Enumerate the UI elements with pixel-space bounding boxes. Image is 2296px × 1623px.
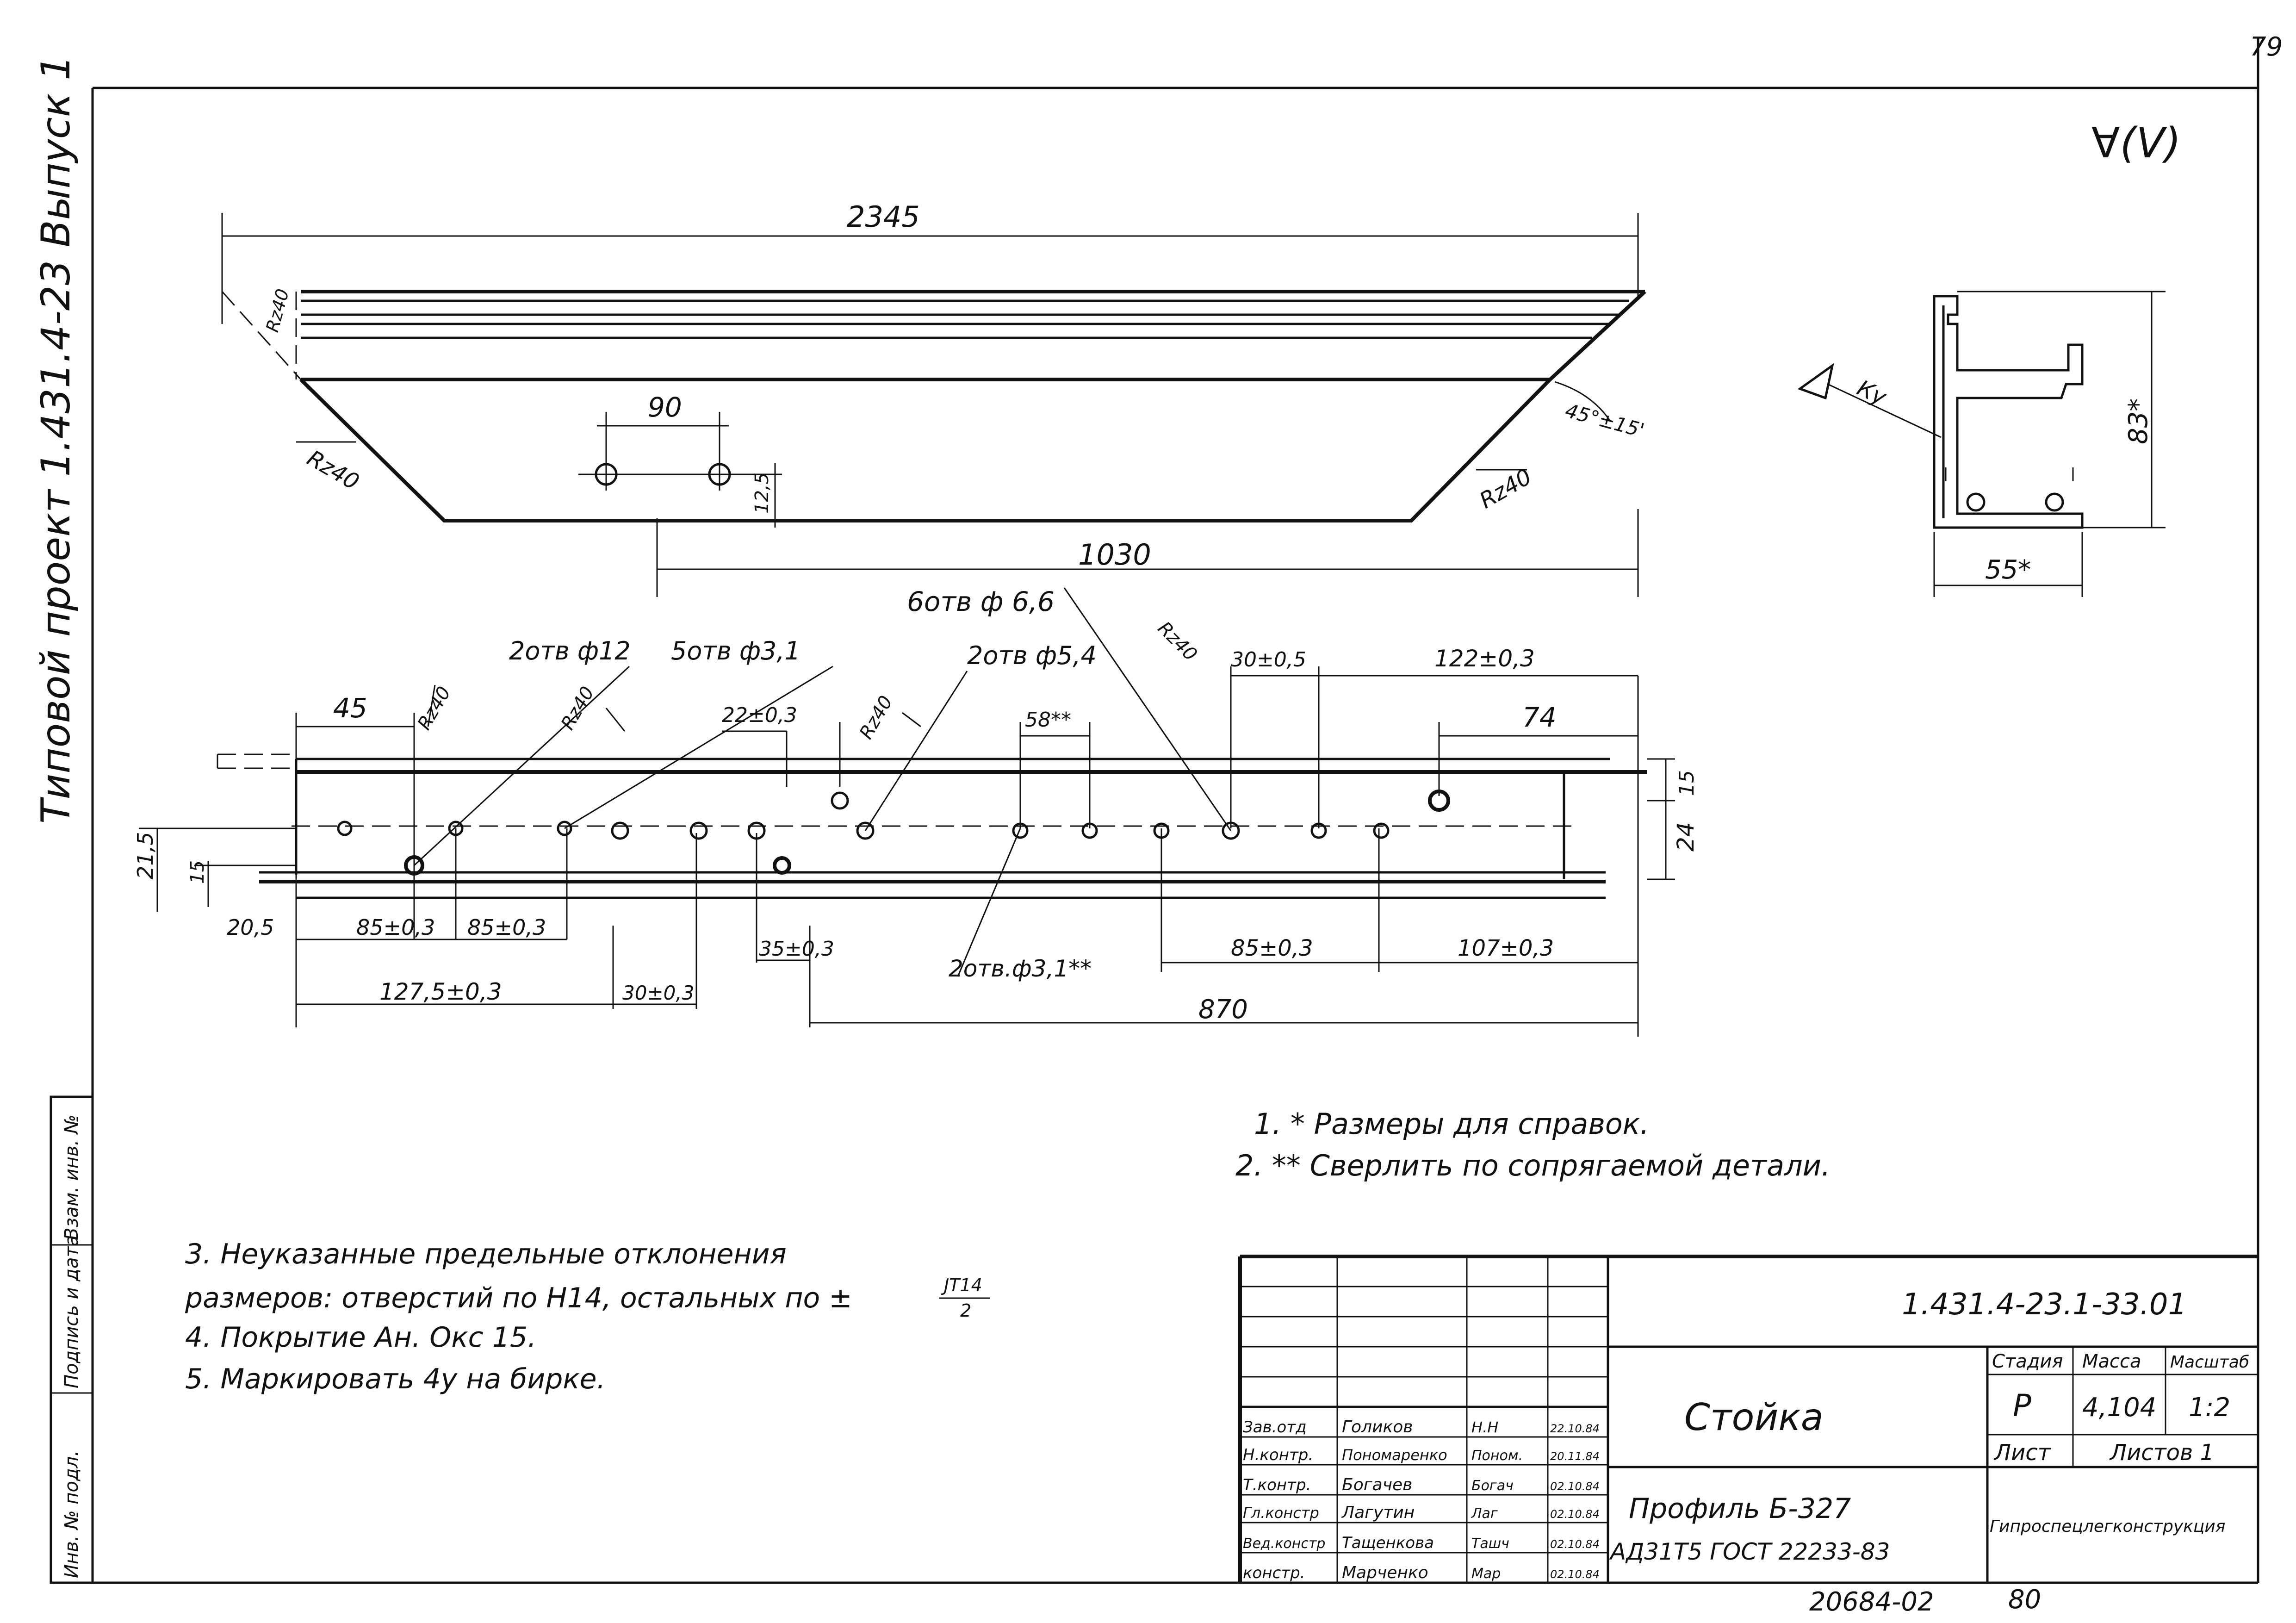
side-view bbox=[139, 587, 1675, 1037]
dim-122: 122±0,3 bbox=[1434, 645, 1535, 672]
dim-24: 24 bbox=[1672, 822, 1699, 852]
dim-15-left: 15 bbox=[187, 860, 208, 884]
dim-45: 45 bbox=[333, 692, 367, 724]
material-line-1: Профиль Б-327 bbox=[1629, 1492, 1851, 1525]
dim-height: 83* bbox=[2123, 398, 2153, 444]
side-stamp-col-2: Подпись и дата bbox=[61, 1235, 82, 1388]
sig-sign-4: Лаг bbox=[1471, 1505, 1498, 1522]
note-2: 2. ** Сверлить по сопрягаемой детали. bbox=[1235, 1149, 1831, 1182]
sig-sign-5: Ташч bbox=[1471, 1536, 1509, 1552]
dim-30-top: 30±0,5 bbox=[1231, 648, 1306, 672]
archive-number: 20684-02 bbox=[1809, 1587, 1934, 1617]
organization: Гипроспецлегконструкция bbox=[1990, 1517, 2225, 1536]
dim-85-c: 85±0,3 bbox=[1231, 935, 1313, 961]
sig-date-5: 02.10.84 bbox=[1550, 1538, 1600, 1551]
stage-label: Стадия bbox=[1992, 1351, 2063, 1372]
dim-base: 1030 bbox=[1078, 538, 1151, 572]
rz-left-top: Rz40 bbox=[262, 286, 293, 334]
sheet-label: Лист bbox=[1993, 1440, 2052, 1466]
dim-127-5: 127,5±0,3 bbox=[379, 978, 502, 1005]
side-project-label: Типовой проект 1.431.4-23 Выпуск 1 bbox=[33, 55, 79, 824]
dim-22: 22±0,3 bbox=[722, 703, 797, 727]
rz-side-b: Rz40 bbox=[557, 683, 599, 734]
doc-number: 1.431.4-23.1-33.01 bbox=[1902, 1287, 2187, 1322]
mass-value: 4,104 bbox=[2082, 1393, 2156, 1423]
dim-21-5: 21,5 bbox=[133, 832, 158, 879]
sig-sign-1: Н.Н bbox=[1471, 1418, 1498, 1436]
top-view bbox=[221, 213, 1646, 597]
side-stamp-box bbox=[50, 1095, 94, 1584]
rz-side-a: Rz40 bbox=[414, 683, 455, 734]
sig-sign-2: Поном. bbox=[1471, 1448, 1523, 1464]
material-line-2: АД31Т5 ГОСТ 22233-83 bbox=[1609, 1538, 1890, 1565]
dim-width: 55* bbox=[1985, 555, 2031, 585]
scale-label: Масштаб bbox=[2170, 1353, 2249, 1372]
sig-sign-6: Мар bbox=[1471, 1566, 1501, 1582]
rz-left-bottom: Rz40 bbox=[303, 445, 364, 495]
sig-name-2: Пономаренко bbox=[1342, 1446, 1447, 1464]
sig-name-3: Богачев bbox=[1342, 1475, 1412, 1494]
note-3-frac-num: JT14 bbox=[941, 1275, 982, 1295]
mass-label: Масса bbox=[2082, 1351, 2141, 1372]
dim-holes-spacing: 90 bbox=[648, 392, 682, 423]
sig-role-1: Зав.отд bbox=[1243, 1418, 1307, 1436]
sig-date-6: 02.10.84 bbox=[1550, 1568, 1600, 1581]
note-4: 4. Покрытие Ан. Окс 15. bbox=[185, 1321, 536, 1354]
dim-15-right: 15 bbox=[1675, 770, 1699, 796]
roughness-symbol: ∀(V) bbox=[2091, 119, 2181, 168]
callout-holes-3-1: 5отв ф3,1 bbox=[671, 636, 800, 665]
title-block bbox=[1238, 1255, 2258, 1583]
dim-85-b: 85±0,3 bbox=[467, 915, 546, 940]
note-1: 1. * Размеры для справок. bbox=[1254, 1107, 1649, 1141]
dim-870: 870 bbox=[1198, 995, 1248, 1025]
part-name: Стойка bbox=[1684, 1396, 1824, 1439]
dim-20-5: 20,5 bbox=[227, 915, 274, 940]
page-number: 79 bbox=[2250, 32, 2283, 62]
rz-right: Rz40 bbox=[1475, 464, 1536, 514]
note-3-line-1: 3. Неуказанные предельные отклонения bbox=[185, 1238, 787, 1270]
callout-holes-3-1-star: 2отв.ф3,1** bbox=[949, 955, 1092, 982]
note-5: 5. Маркировать 4у на бирке. bbox=[185, 1363, 606, 1395]
sig-role-4: Гл.констр bbox=[1243, 1504, 1319, 1522]
sig-name-5: Тащенкова bbox=[1342, 1534, 1434, 1552]
sig-name-4: Лагутин bbox=[1341, 1503, 1415, 1522]
dim-30-bottom: 30±0,3 bbox=[622, 982, 694, 1004]
sig-date-1: 22.10.84 bbox=[1550, 1422, 1600, 1435]
sig-role-2: Н.контр. bbox=[1243, 1446, 1313, 1464]
rz-side-c: Rz40 bbox=[856, 692, 897, 743]
sig-date-3: 02.10.84 bbox=[1550, 1480, 1600, 1493]
scale-value: 1:2 bbox=[2189, 1393, 2230, 1423]
callout-holes-6-6: 6отв ф 6,6 bbox=[907, 586, 1055, 617]
side-stamp-col-3: Взам. инв. № bbox=[61, 1114, 82, 1240]
dim-85-a: 85±0,3 bbox=[356, 915, 435, 940]
sig-date-4: 02.10.84 bbox=[1550, 1508, 1600, 1521]
sig-role-5: Вед.констр bbox=[1243, 1536, 1325, 1552]
bottom-page-number: 80 bbox=[2008, 1585, 2041, 1615]
callout-holes-5-4: 2отв ф5,4 bbox=[967, 641, 1097, 670]
dim-35: 35±0,3 bbox=[759, 937, 834, 961]
signature-rows: Зав.отд Голиков Н.Н 22.10.84 Н.контр. По… bbox=[1243, 1418, 1600, 1582]
dim-107: 107±0,3 bbox=[1458, 935, 1554, 961]
weld-mark: Ку bbox=[1853, 375, 1891, 410]
dim-74: 74 bbox=[1522, 702, 1557, 733]
sig-role-3: Т.контр. bbox=[1243, 1476, 1311, 1494]
dim-hole-offset: 12,5 bbox=[751, 473, 773, 514]
sig-role-6: констр. bbox=[1243, 1564, 1305, 1582]
callout-holes-12: 2отв ф12 bbox=[509, 636, 631, 665]
note-3-frac-den: 2 bbox=[960, 1300, 971, 1321]
rz-side-d: Rz40 bbox=[1154, 618, 1201, 665]
sig-sign-3: Богач bbox=[1471, 1478, 1514, 1494]
dim-length: 2345 bbox=[847, 200, 920, 234]
sig-name-6: Марченко bbox=[1342, 1563, 1428, 1582]
stage-value: Р bbox=[2013, 1388, 2031, 1424]
sig-name-1: Голиков bbox=[1342, 1418, 1413, 1436]
sheets-label: Листов 1 bbox=[2109, 1440, 2214, 1466]
angle-dim: 45°±15' bbox=[1563, 399, 1646, 442]
sig-date-2: 20.11.84 bbox=[1550, 1450, 1600, 1463]
side-stamp-col-1: Инв. № подл. bbox=[61, 1450, 82, 1578]
note-3-line-2: размеров: отверстий по Н14, остальных по… bbox=[185, 1282, 852, 1314]
profile-section bbox=[1797, 291, 2166, 597]
dim-58: 58** bbox=[1025, 708, 1071, 732]
